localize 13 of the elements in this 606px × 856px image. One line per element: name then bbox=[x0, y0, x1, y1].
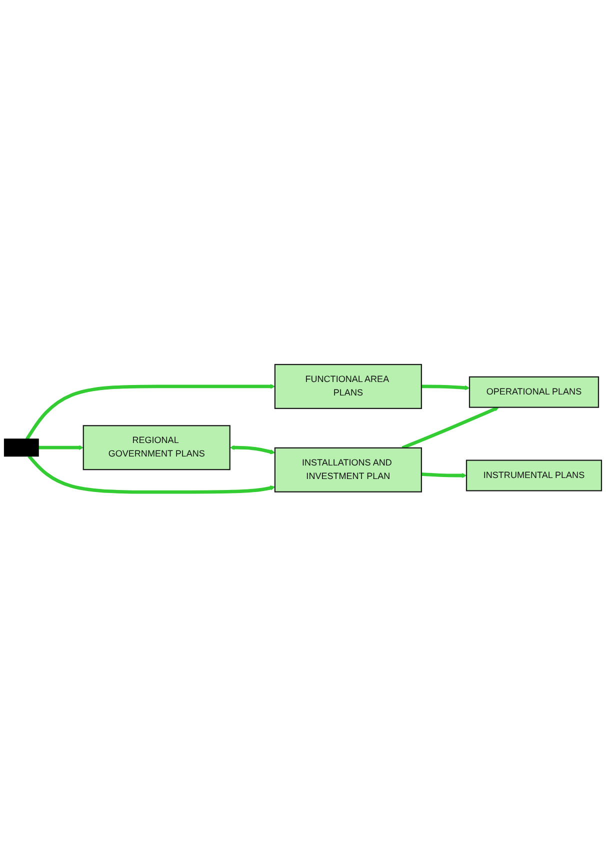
arrow bbox=[28, 454, 276, 494]
node-box: OPERATIONAL PLANS bbox=[468, 376, 600, 408]
node-box: REGIONAL GOVERNMENT PLANS bbox=[82, 424, 230, 470]
node-box: FUNCTIONAL AREA PLANS bbox=[274, 364, 422, 409]
arrow bbox=[402, 406, 499, 450]
node-bar bbox=[4, 438, 39, 456]
node-box: INSTALLATIONS AND INVESTMENT PLAN bbox=[274, 447, 422, 492]
arrow bbox=[38, 444, 84, 450]
arrow bbox=[421, 472, 467, 478]
arrow bbox=[421, 384, 470, 390]
node-box: INSTRUMENTAL PLANS bbox=[466, 459, 602, 491]
arrow bbox=[230, 444, 276, 454]
arrow bbox=[25, 384, 276, 440]
